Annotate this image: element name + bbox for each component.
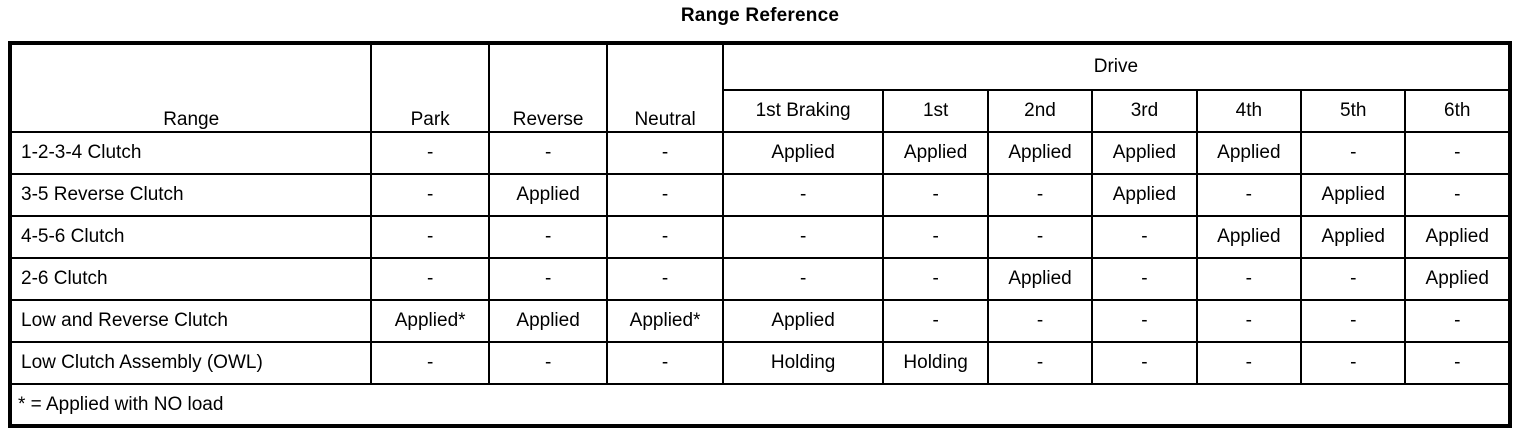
range-reference-table-container: Range Park Reverse Neutral Drive 1st Bra…	[8, 41, 1512, 428]
column-header-6th: 6th	[1404, 89, 1511, 133]
cell-3rd: -	[1091, 341, 1198, 385]
row-label: 1-2-3-4 Clutch	[8, 131, 373, 175]
cell-6th: -	[1404, 131, 1511, 175]
cell-4th: Applied	[1195, 215, 1303, 259]
cell-4th: -	[1195, 341, 1303, 385]
cell-1st: -	[882, 257, 989, 301]
cell-1st: -	[882, 173, 989, 217]
page-title: Range Reference	[680, 5, 840, 26]
cell-1st-braking: -	[721, 257, 885, 301]
table-header: Range Park Reverse Neutral Drive 1st Bra…	[8, 42, 1512, 133]
row-label: 4-5-6 Clutch	[8, 215, 373, 259]
cell-reverse: -	[487, 257, 609, 301]
cell-5th: Applied	[1300, 173, 1407, 217]
cell-3rd: Applied	[1091, 173, 1198, 217]
row-label: 3-5 Reverse Clutch	[8, 173, 373, 217]
cell-reverse: -	[487, 215, 609, 259]
cell-5th: -	[1300, 131, 1407, 175]
table-row: 2-6 Clutch - - - - - Applied - - - Appli…	[8, 257, 1511, 301]
cell-park: -	[370, 341, 490, 385]
cell-1st-braking: -	[721, 173, 885, 217]
table-row: Low and Reverse Clutch Applied* Applied …	[8, 299, 1511, 343]
column-header-2nd: 2nd	[986, 89, 1094, 133]
cell-neutral: -	[606, 173, 724, 217]
cell-1st-braking: Holding	[721, 341, 885, 385]
column-header-neutral: Neutral	[606, 42, 724, 133]
table-row: 3-5 Reverse Clutch - Applied - - - - App…	[8, 173, 1511, 217]
table-row: 1-2-3-4 Clutch - - - Applied Applied App…	[8, 131, 1511, 175]
cell-2nd: -	[986, 215, 1094, 259]
column-header-park: Park	[370, 42, 490, 133]
cell-4th: -	[1195, 299, 1303, 343]
column-header-3rd: 3rd	[1091, 89, 1198, 133]
column-header-5th: 5th	[1300, 89, 1407, 133]
column-header-1st-braking: 1st Braking	[721, 89, 885, 133]
row-label: 2-6 Clutch	[8, 257, 373, 301]
cell-reverse: -	[487, 131, 609, 175]
header-row-top: Range Park Reverse Neutral Drive	[8, 42, 1512, 133]
cell-1st: Applied	[882, 131, 989, 175]
cell-6th: Applied	[1404, 215, 1511, 259]
cell-2nd: Applied	[986, 131, 1094, 175]
cell-4th: -	[1195, 173, 1303, 217]
cell-1st-braking: -	[721, 215, 885, 259]
cell-5th: -	[1300, 341, 1407, 385]
cell-2nd: Applied	[986, 257, 1094, 301]
cell-3rd: -	[1091, 299, 1198, 343]
cell-1st-braking: Applied	[721, 131, 885, 175]
cell-1st: Holding	[882, 341, 989, 385]
cell-park: Applied*	[370, 299, 490, 343]
column-header-reverse: Reverse	[487, 42, 609, 133]
cell-5th: -	[1300, 299, 1407, 343]
cell-park: -	[370, 131, 490, 175]
cell-2nd: -	[986, 173, 1094, 217]
cell-2nd: -	[986, 341, 1094, 385]
cell-reverse: -	[487, 341, 609, 385]
cell-neutral: -	[606, 257, 724, 301]
cell-1st-braking: Applied	[721, 299, 885, 343]
cell-reverse: Applied	[487, 173, 609, 217]
cell-2nd: -	[986, 299, 1094, 343]
table-row: 4-5-6 Clutch - - - - - - - Applied Appli…	[8, 215, 1511, 259]
column-header-1st: 1st	[882, 89, 989, 133]
footnote-row: * = Applied with NO load	[9, 383, 1511, 427]
row-label: Low and Reverse Clutch	[8, 299, 373, 343]
cell-6th: -	[1404, 173, 1511, 217]
cell-neutral: Applied*	[606, 299, 724, 343]
cell-neutral: -	[606, 341, 724, 385]
cell-4th: Applied	[1195, 131, 1303, 175]
cell-neutral: -	[606, 131, 724, 175]
cell-park: -	[370, 257, 490, 301]
range-reference-table: Range Park Reverse Neutral Drive 1st Bra…	[8, 41, 1512, 428]
cell-park: -	[370, 215, 490, 259]
cell-reverse: Applied	[487, 299, 609, 343]
column-group-header-drive: Drive	[721, 42, 1512, 91]
cell-3rd: -	[1091, 257, 1198, 301]
column-header-4th: 4th	[1195, 89, 1303, 133]
cell-5th: Applied	[1300, 215, 1407, 259]
table-footnote: * = Applied with NO load	[9, 383, 1511, 427]
table-body: 1-2-3-4 Clutch - - - Applied Applied App…	[8, 131, 1511, 427]
cell-park: -	[370, 173, 490, 217]
cell-6th: Applied	[1404, 257, 1511, 301]
cell-6th: -	[1404, 341, 1511, 385]
cell-6th: -	[1404, 299, 1511, 343]
header-row-drive-subcolumns: 1st Braking 1st 2nd 3rd 4th 5th 6th	[10, 89, 1511, 133]
cell-1st: -	[882, 215, 989, 259]
cell-3rd: -	[1091, 215, 1198, 259]
cell-neutral: -	[606, 215, 724, 259]
cell-3rd: Applied	[1091, 131, 1198, 175]
cell-5th: -	[1300, 257, 1407, 301]
table-row: Low Clutch Assembly (OWL) - - - Holding …	[8, 341, 1511, 385]
row-label: Low Clutch Assembly (OWL)	[8, 341, 373, 385]
column-header-range: Range	[8, 42, 373, 133]
cell-1st: -	[882, 299, 989, 343]
cell-4th: -	[1195, 257, 1303, 301]
